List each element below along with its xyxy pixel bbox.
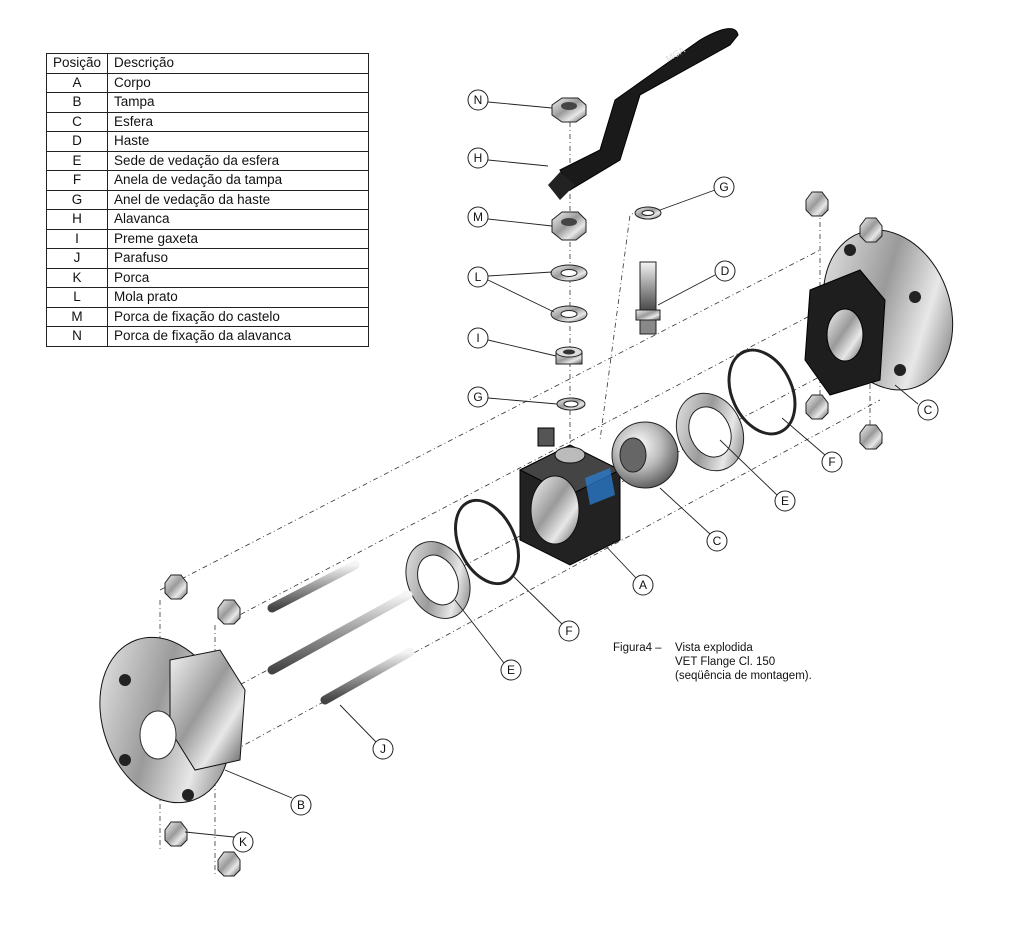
body	[518, 427, 622, 566]
callout-n: N	[467, 89, 489, 111]
caption-line: (seqüência de montagem).	[675, 670, 812, 682]
callout-k: K	[232, 831, 254, 853]
row-description: Sede de vedação da esfera	[107, 150, 369, 171]
callout-label: E	[507, 663, 515, 677]
callout-label: A	[639, 578, 647, 592]
callout-i: I	[467, 327, 489, 349]
stem-seal-g-lower	[556, 397, 586, 411]
row-description: Preme gaxeta	[107, 228, 369, 249]
callout-label: N	[474, 93, 483, 107]
caption-line: VET Flange Cl. 150	[675, 656, 776, 668]
bolt	[267, 560, 360, 613]
flange-right	[804, 229, 954, 396]
callout-label: H	[474, 151, 483, 165]
row-description: Parafuso	[107, 248, 369, 269]
spring-washer-lower	[550, 305, 588, 323]
caption-line: Vista explodida	[675, 642, 753, 654]
callout-label: I	[476, 331, 479, 345]
callout-label: G	[473, 390, 482, 404]
leader-lines	[184, 101, 919, 838]
bolt	[320, 647, 415, 705]
row-description: Porca de fixação da alavanca	[107, 326, 369, 347]
lever: MGA	[548, 28, 739, 200]
axis-line	[159, 249, 821, 591]
callout-label: D	[721, 264, 730, 278]
bolt	[267, 590, 413, 675]
callout-g-mid: G	[467, 386, 489, 408]
nut-n	[551, 97, 587, 123]
row-position: N	[46, 326, 108, 347]
flange-left	[99, 636, 246, 804]
callout-a: A	[632, 574, 654, 596]
callout-label: K	[239, 835, 247, 849]
callout-c-right: C	[917, 399, 939, 421]
callout-label: F	[565, 624, 572, 638]
callout-label: C	[713, 534, 722, 548]
stem-d	[635, 261, 661, 335]
callout-d: D	[714, 260, 736, 282]
nuts-left	[164, 574, 241, 877]
callout-j: J	[372, 738, 394, 760]
lever-handle	[559, 28, 739, 191]
callout-h: H	[467, 147, 489, 169]
callout-label: L	[475, 270, 482, 284]
callout-label: B	[297, 798, 305, 812]
bolts	[267, 560, 415, 705]
row-description: Anel de vedação da haste	[107, 189, 369, 210]
callout-label: G	[719, 180, 728, 194]
callout-label: E	[781, 494, 789, 508]
spring-washer-upper	[550, 264, 588, 282]
callout-e-right: E	[774, 490, 796, 512]
gasket-left	[454, 498, 520, 586]
callout-c-ball: C	[706, 530, 728, 552]
axis-line	[229, 299, 841, 621]
row-description: Alavanca	[107, 209, 369, 230]
callout-m: M	[467, 206, 489, 228]
callout-g-top: G	[713, 176, 735, 198]
gasket-right	[727, 348, 797, 436]
stem-seal-g-upper	[634, 206, 662, 220]
callout-f-left: F	[558, 620, 580, 642]
callout-label: J	[380, 742, 386, 756]
callout-l: L	[467, 266, 489, 288]
nut-m	[551, 211, 587, 241]
axis-line	[599, 209, 641, 441]
seat-right	[675, 392, 745, 472]
callout-f-right: F	[821, 451, 843, 473]
nuts-right	[805, 191, 883, 450]
ball	[611, 421, 679, 489]
callout-b: B	[290, 794, 312, 816]
caption-label: Figura4 –	[613, 642, 662, 654]
lever-tab	[548, 172, 575, 200]
callout-e-left: E	[500, 659, 522, 681]
callout-label: C	[924, 403, 933, 417]
seat-left	[405, 541, 471, 619]
callout-label: F	[828, 455, 835, 469]
callout-label: M	[473, 210, 483, 224]
gland-i	[555, 346, 583, 365]
